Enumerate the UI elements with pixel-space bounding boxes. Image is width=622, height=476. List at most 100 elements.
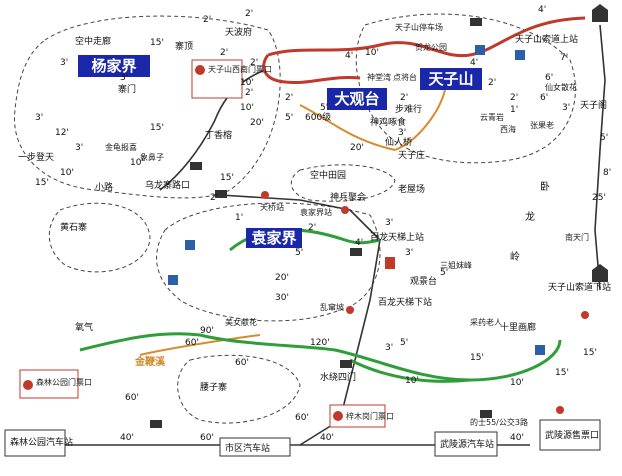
- time-label: 2': [308, 223, 316, 233]
- time-label: 5': [440, 268, 448, 278]
- place-label: 小路: [95, 181, 113, 193]
- box-senlin-ticket[interactable]: 森林公园门票口: [19, 369, 92, 399]
- box-frame: [219, 437, 291, 457]
- place-label: 贺龙公园: [415, 42, 447, 52]
- time-label: 5': [295, 248, 303, 258]
- place-label: 步难行: [395, 103, 422, 115]
- time-label: 30': [275, 293, 289, 303]
- place-label: 老屋场: [398, 183, 425, 195]
- time-label: 10': [365, 48, 379, 58]
- place-label: 金龟报喜: [105, 142, 137, 152]
- time-label: 5': [320, 103, 328, 113]
- zone-tianzishan-title[interactable]: 天子山: [420, 68, 482, 90]
- box-label: 武陵源汽车站: [440, 438, 494, 450]
- zone-dagaunta-title[interactable]: 大观台: [327, 88, 387, 110]
- zone-title-bg: [78, 55, 150, 77]
- time-label: 15': [470, 353, 484, 363]
- toilet-icon: [515, 50, 525, 60]
- time-label: 2': [220, 48, 228, 58]
- box-frame: [4, 429, 66, 457]
- time-label: 3': [398, 128, 406, 138]
- place-label: 神堂湾: [367, 72, 391, 82]
- laowuchang-boundary: [290, 164, 396, 202]
- place-label: 百龙天梯上站: [370, 231, 424, 243]
- time-label: 5': [285, 113, 293, 123]
- box-label: 森林公园门票口: [36, 377, 92, 387]
- zone-yangjiajie-title[interactable]: 杨家界: [78, 55, 150, 77]
- time-label: 15': [150, 38, 164, 48]
- time-label: 2': [245, 88, 253, 98]
- place-label: 百龙天梯下站: [378, 296, 432, 308]
- place-label: 西海: [500, 124, 516, 134]
- location-pins: [261, 191, 589, 414]
- zone-yuanjiajie-title[interactable]: 袁家界: [246, 228, 302, 248]
- trail-jinbianxi: [139, 334, 261, 356]
- box-tianzishan-west-gate[interactable]: 天子山西南门票口: [191, 59, 272, 99]
- time-label: 3': [60, 58, 68, 68]
- box-wulingyuan-ticket[interactable]: 武陵源售票口: [539, 419, 601, 451]
- place-label: 象鼻子: [140, 152, 164, 162]
- bus-icon: [190, 162, 202, 170]
- road-yuanjiajie: [219, 194, 381, 241]
- bus-icon: [340, 360, 352, 368]
- place-label: 袁家界站: [300, 207, 332, 217]
- time-label: 10': [240, 78, 254, 88]
- red-route: [267, 16, 586, 58]
- place-label: 天子阁: [580, 99, 607, 111]
- place-label: 天桥站: [260, 202, 284, 212]
- time-label: 20': [275, 273, 289, 283]
- place-label: 金鞭溪: [134, 355, 166, 368]
- place-label: 神兵聚会: [330, 191, 366, 203]
- time-label: 20': [350, 143, 364, 153]
- orange-trails: [139, 89, 446, 356]
- place-label: 乱窜坡: [320, 302, 344, 312]
- time-labels: 2' 2' 4' 15' 2' 3' 10' 3' 2' 5' 3' 10' 1…: [35, 5, 611, 443]
- place-label: 丁香榕: [205, 129, 232, 141]
- time-label: 10': [60, 168, 74, 178]
- elevator-icon: [385, 257, 395, 269]
- road-center: [354, 239, 381, 361]
- box-label: 森林公园汽车站: [10, 436, 73, 448]
- time-label: 7': [560, 53, 568, 63]
- time-label: 12': [55, 128, 69, 138]
- time-label: 40': [320, 433, 334, 443]
- zone-title-yangjiajie: 杨家界: [91, 57, 136, 75]
- place-label: 神鸡啄食: [370, 116, 406, 128]
- box-senlin-station[interactable]: 森林公园汽车站: [4, 429, 73, 457]
- place-label: 采药老人: [470, 317, 502, 327]
- time-label: 40': [120, 433, 134, 443]
- time-label: 4': [470, 58, 478, 68]
- place-label: 美女献花: [225, 317, 257, 327]
- place-label: 天波府: [225, 26, 252, 38]
- time-label: 6': [545, 73, 553, 83]
- zone-title-bg: [420, 68, 482, 90]
- time-label: 2': [285, 93, 293, 103]
- time-label: 3': [405, 248, 413, 258]
- place-label: 三姐妹峰: [440, 260, 472, 270]
- location-pin-icon: [341, 206, 349, 214]
- time-label: 6': [540, 93, 548, 103]
- box-wulingyuan-station[interactable]: 武陵源汽车站: [434, 431, 498, 457]
- time-label: 4': [355, 238, 363, 248]
- time-label: 3': [385, 343, 393, 353]
- time-label: 60': [295, 413, 309, 423]
- time-label: 3': [385, 218, 393, 228]
- bus-icon: [150, 420, 162, 428]
- place-label: 水绕四门: [320, 371, 356, 383]
- place-label: 仙女散花: [545, 82, 577, 92]
- time-label: 10': [130, 158, 144, 168]
- place-label: 张果老: [530, 120, 554, 130]
- toilet-icon: [168, 275, 178, 285]
- box-frame: [329, 404, 386, 428]
- zone-title-yuanjiajie: 袁家界: [250, 229, 296, 247]
- vertical-labels: 卧 龙 岭: [510, 180, 550, 263]
- bus-icon: [215, 190, 227, 198]
- box-jiwosuo-ticket[interactable]: 梓木岗门票口: [329, 404, 394, 428]
- box-frame: [434, 431, 498, 457]
- vertical-label: 卧: [540, 180, 550, 193]
- time-label: 600级: [305, 111, 331, 123]
- box-shiqu-station[interactable]: 市区汽车站: [219, 437, 291, 457]
- place-label: 天子庄: [398, 149, 425, 161]
- vertical-label: 岭: [510, 250, 520, 263]
- ticket-icon: [195, 65, 205, 75]
